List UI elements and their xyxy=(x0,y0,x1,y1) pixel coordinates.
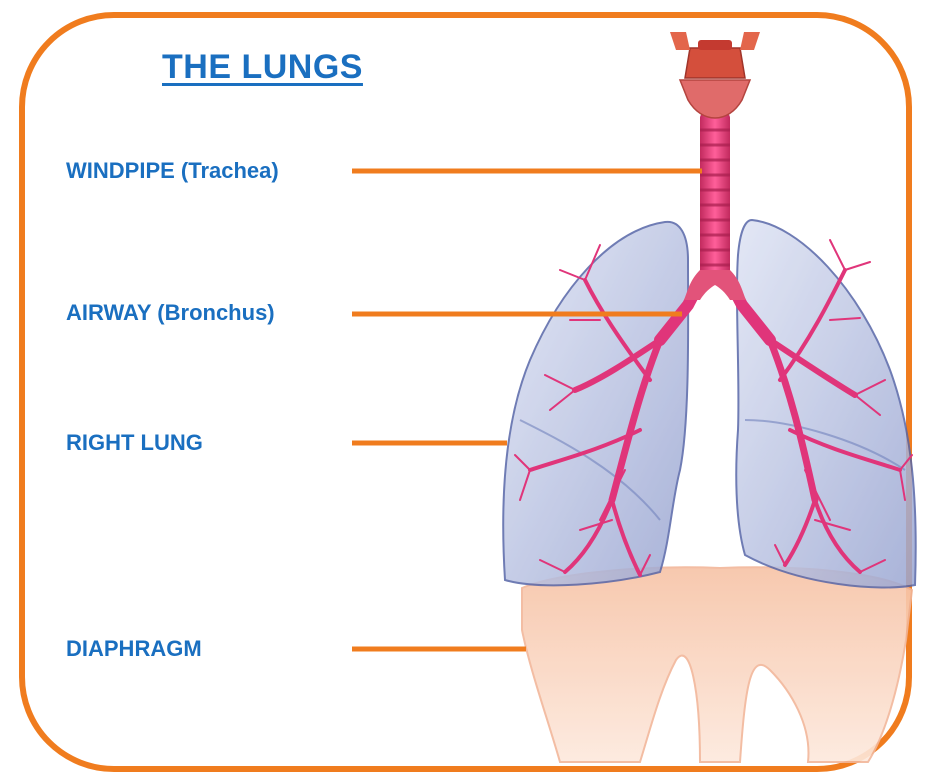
diaphragm-shape xyxy=(522,567,912,762)
larynx-shape xyxy=(670,32,760,118)
left-lung-shape xyxy=(736,220,915,587)
